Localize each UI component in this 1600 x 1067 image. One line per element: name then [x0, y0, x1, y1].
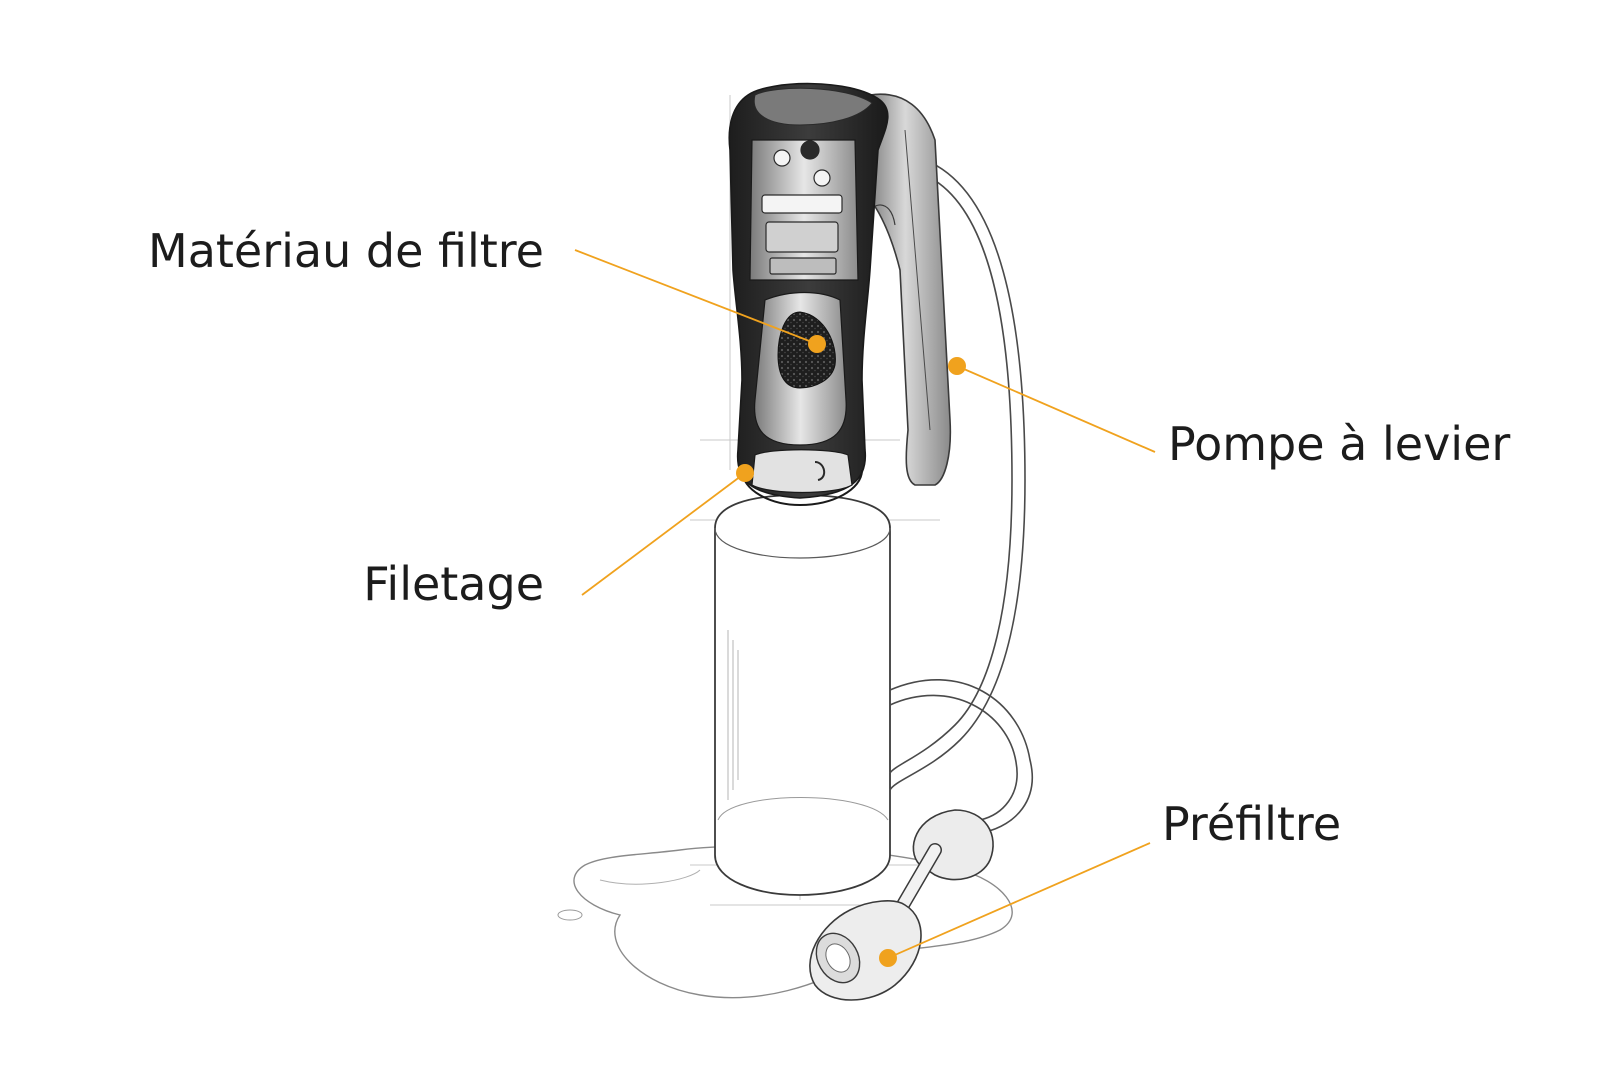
label-filter-material: Matériau de filtre [148, 224, 544, 278]
filter-housing [728, 82, 889, 507]
label-prefilter: Préfiltre [1162, 797, 1342, 851]
callout-dot-thread [736, 464, 754, 482]
carbon-filter-material [777, 311, 836, 389]
callout-dot-filter [808, 335, 826, 353]
callout-dot-pump [948, 357, 966, 375]
callout-line-prefilter [887, 842, 1151, 959]
bottle [714, 494, 891, 896]
pump-lever [859, 93, 952, 486]
callout-dot-prefilter [879, 949, 897, 967]
callout-line-pump [956, 365, 1156, 453]
callouts [574, 249, 1156, 967]
prefilter-unit [809, 809, 994, 1001]
callout-line-filter [574, 249, 818, 345]
label-pump-lever: Pompe à levier [1168, 417, 1511, 471]
hose [889, 159, 1033, 833]
callout-line-thread [581, 472, 746, 596]
label-thread: Filetage [363, 557, 544, 611]
